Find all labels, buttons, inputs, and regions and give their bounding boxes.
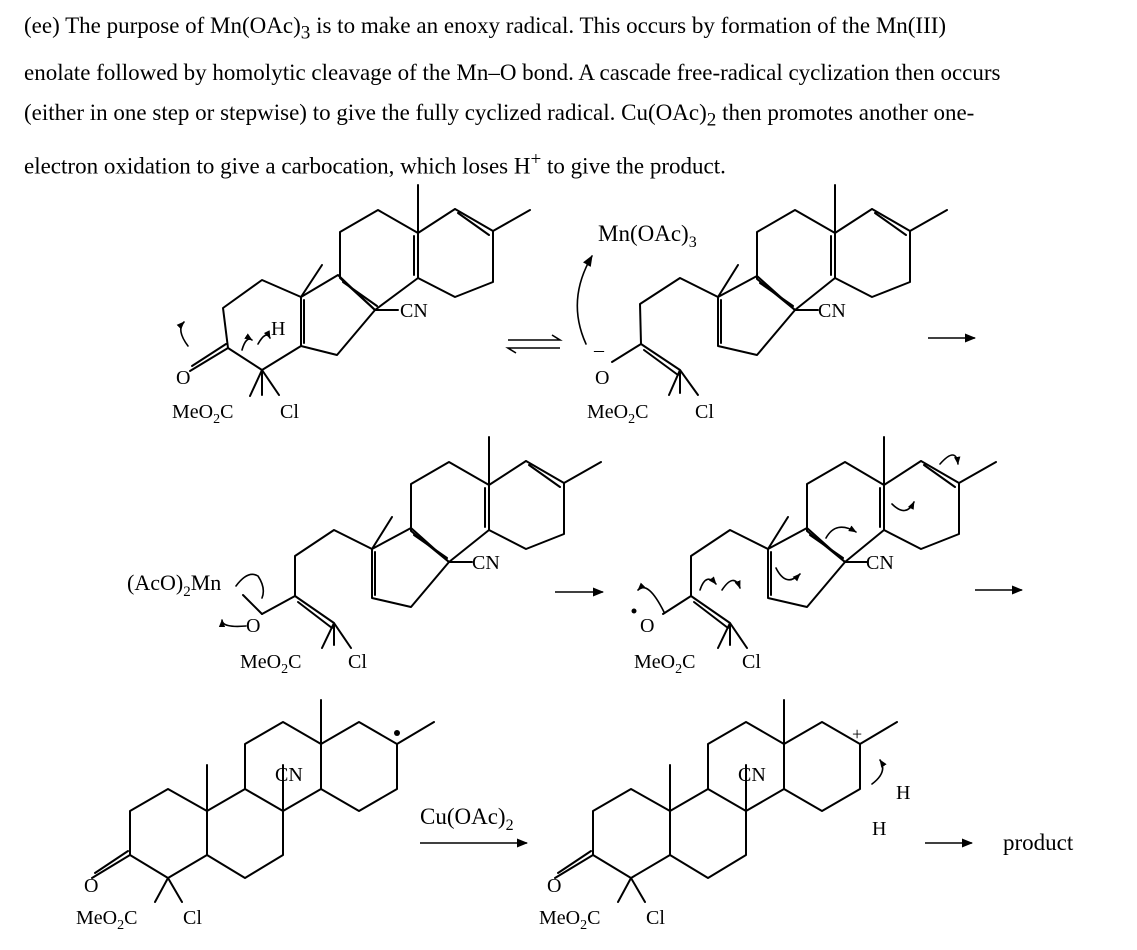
- chlorine-label: Cl: [742, 651, 761, 673]
- paragraph-line-2: enolate followed by homolytic cleavage o…: [24, 53, 1124, 93]
- cyano-label: CN: [275, 764, 303, 786]
- subscript: 3: [300, 22, 311, 44]
- cyano-label: CN: [866, 552, 894, 574]
- text-span: then promotes another one-: [716, 99, 975, 125]
- structure-keto-ester: O H CN MeO2C Cl: [172, 184, 531, 427]
- chlorine-label: Cl: [183, 907, 202, 929]
- text-span: is to make an enoxy radical. This occurs…: [310, 13, 947, 38]
- mn-oac3-label: Mn(OAc)3: [598, 221, 697, 251]
- ester-label: MeO2C: [76, 907, 137, 933]
- cu-oac2-label: Cu(OAc)2: [420, 804, 514, 834]
- subscript: 2: [706, 109, 717, 131]
- oxygen-label: O: [640, 615, 654, 637]
- oxygen-label: O: [547, 875, 561, 897]
- equilibrium-arrow: [505, 334, 563, 354]
- paragraph-line-1: (ee) The purpose of Mn(OAc)3 is to make …: [24, 6, 1124, 53]
- paragraph-line-4: electron oxidation to give a carbocation…: [24, 140, 1124, 186]
- ester-label: MeO2C: [634, 651, 695, 677]
- hydrogen-label: H: [896, 782, 910, 804]
- hydrogen-label: H: [271, 318, 285, 340]
- text-span: to give the product.: [541, 153, 726, 179]
- paragraph-line-3: (either in one step or stepwise) to give…: [24, 93, 1124, 140]
- cyano-label: CN: [400, 300, 428, 322]
- superscript: +: [530, 148, 542, 170]
- cyano-label: CN: [818, 300, 846, 322]
- oxygen-label: O: [176, 367, 190, 389]
- chlorine-label: Cl: [695, 401, 714, 423]
- hydrogen-label: H: [872, 818, 886, 840]
- description-paragraph: (ee) The purpose of Mn(OAc)3 is to make …: [24, 6, 1124, 186]
- product-label: product: [1003, 830, 1074, 855]
- aco2mn-label: (AcO)2Mn: [127, 570, 221, 600]
- text-span: enolate followed by homolytic cleavage o…: [24, 60, 1001, 86]
- oxygen-label: O: [246, 615, 260, 637]
- structure-mn-enolate: (AcO)2Mn O CN MeO2C Cl: [127, 436, 602, 677]
- structure-carbocation: + O CN H H MeO2C Cl: [539, 699, 910, 933]
- text-span: (either in one step or stepwise) to give…: [24, 99, 707, 125]
- structure-enolate: Mn(OAc)3 – O CN MeO2C Cl: [576, 184, 948, 427]
- oxygen-label: O: [84, 875, 98, 897]
- chlorine-label: Cl: [646, 907, 665, 929]
- text-span: electron oxidation to give a carbocation…: [24, 153, 531, 179]
- ester-label: MeO2C: [172, 401, 233, 427]
- chlorine-label: Cl: [280, 401, 299, 423]
- oxygen-label: O: [595, 367, 609, 389]
- reagent-arrow-cu: Cu(OAc)2: [420, 804, 529, 848]
- text-span: (ee) The purpose of Mn(OAc): [24, 13, 301, 38]
- cyano-label: CN: [738, 764, 766, 786]
- ester-label: MeO2C: [539, 907, 600, 933]
- ester-label: MeO2C: [587, 401, 648, 427]
- cyano-label: CN: [472, 552, 500, 574]
- structure-cyclized-radical: O CN MeO2C Cl: [76, 699, 435, 933]
- chlorine-label: Cl: [348, 651, 367, 673]
- negative-charge: –: [593, 339, 605, 361]
- structure-enoxy-radical: O CN MeO2C Cl: [631, 436, 997, 677]
- ester-label: MeO2C: [240, 651, 301, 677]
- positive-charge: +: [852, 724, 862, 744]
